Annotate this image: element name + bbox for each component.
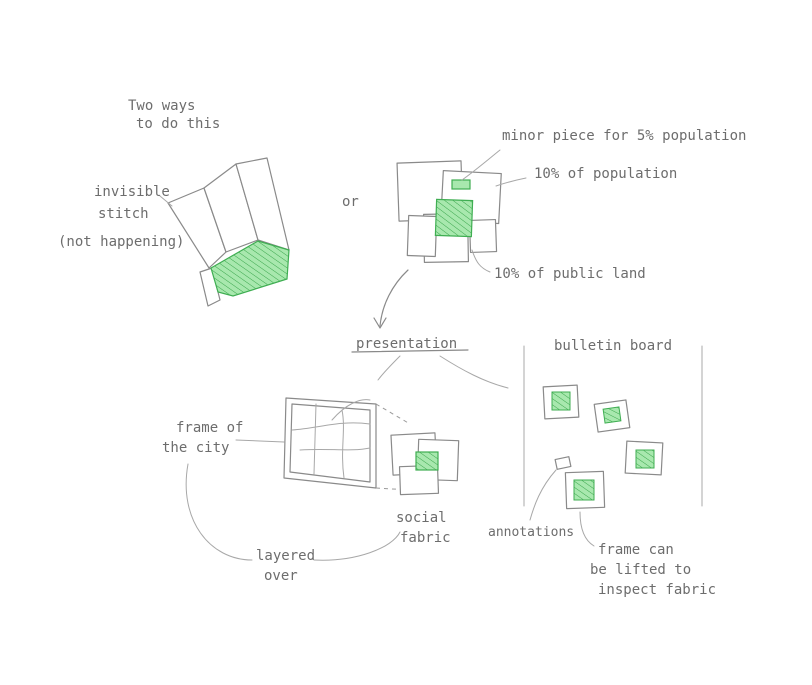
board-piece-3 — [625, 441, 663, 475]
leader-frame-lift — [580, 512, 594, 546]
label-inspect-fabric: inspect fabric — [598, 582, 716, 598]
layer-curve-left — [186, 464, 252, 560]
board-piece-1 — [543, 385, 579, 419]
patch-minor-piece — [452, 180, 470, 189]
label-frame-of: frame of — [176, 420, 243, 436]
label-presentation: presentation — [356, 336, 457, 352]
leader-public-land — [472, 250, 490, 272]
folded-fabric-sketch — [168, 158, 289, 306]
patch-public-land — [435, 199, 472, 236]
label-or: or — [342, 194, 359, 210]
label-ten-public-land: 10% of public land — [494, 266, 646, 282]
label-the-city: the city — [162, 440, 229, 456]
social-fabric-sketch — [391, 433, 459, 495]
label-to-do-this: to do this — [136, 116, 220, 132]
annotation-flag — [530, 457, 571, 520]
label-over: over — [264, 568, 298, 584]
label-frame-can: frame can — [598, 542, 674, 558]
board-piece-4 — [565, 471, 604, 508]
leader-frame — [236, 440, 284, 442]
branch-left — [378, 356, 400, 380]
label-fabric: fabric — [400, 530, 451, 546]
label-ten-population: 10% of population — [534, 166, 677, 182]
label-not-happening: (not happening) — [58, 234, 184, 250]
label-stitch: stitch — [98, 206, 149, 222]
label-invisible: invisible — [94, 184, 170, 200]
board-piece-2 — [594, 400, 630, 432]
label-social: social — [396, 510, 447, 526]
label-bulletin-board: bulletin board — [554, 338, 672, 354]
label-annotations: annotations — [488, 525, 574, 540]
label-be-lifted: be lifted to — [590, 562, 691, 578]
layer-curve-right — [314, 532, 400, 560]
patchwork-sketch — [397, 161, 501, 262]
arrow-to-presentation — [380, 270, 408, 326]
branch-right — [440, 356, 508, 388]
label-minor-piece: minor piece for 5% population — [502, 128, 746, 144]
label-layered: layered — [256, 548, 315, 564]
label-two-ways: Two ways — [128, 98, 195, 114]
